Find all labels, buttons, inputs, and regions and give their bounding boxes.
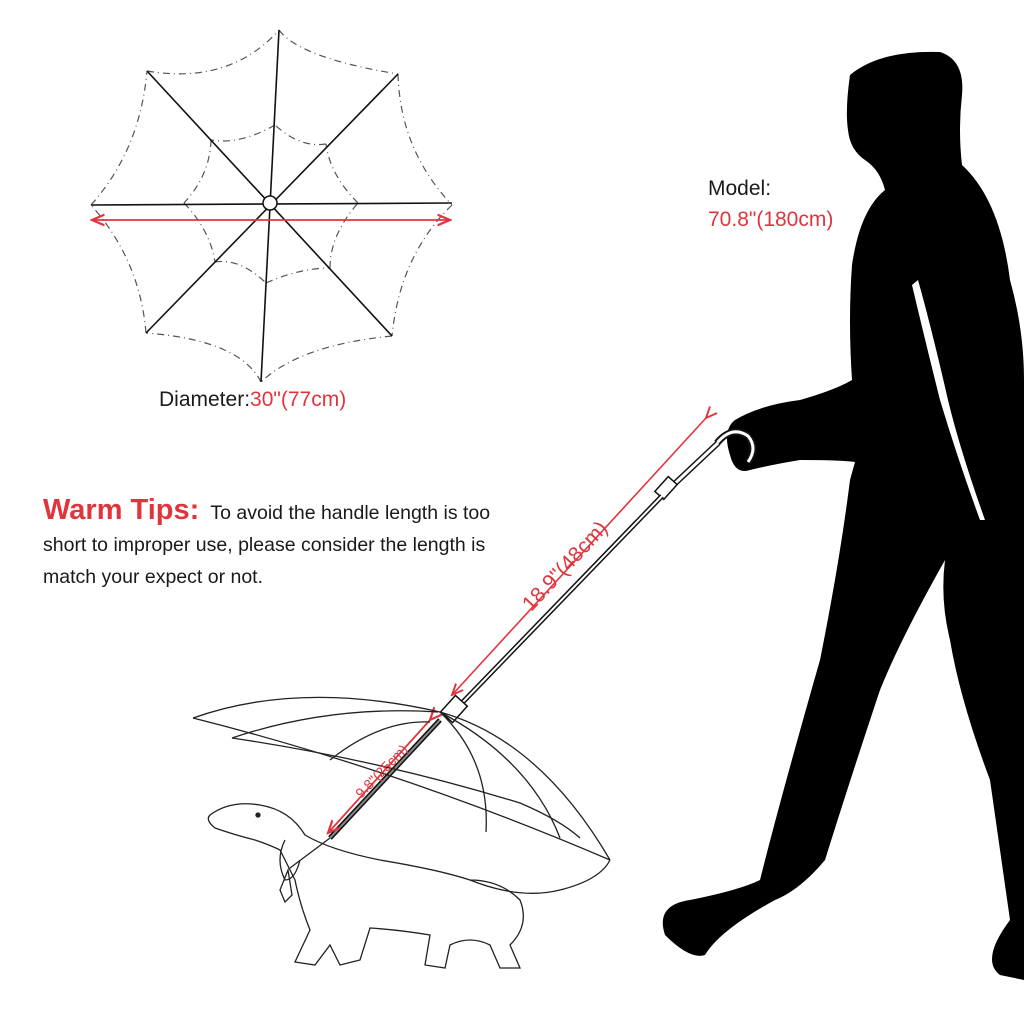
dachshund-with-umbrella-icon [192, 696, 611, 969]
diameter-label-text: Diameter: [159, 388, 251, 411]
handle-length-arrow [452, 418, 706, 695]
model-info: Model: 70.8"(180cm) [708, 173, 833, 235]
umbrella-top-view-icon [91, 29, 453, 383]
lower-length-arrow [328, 720, 430, 833]
model-height: 70.8"(180cm) [708, 208, 834, 231]
diameter-label: Diameter:30"(77cm) [159, 388, 346, 412]
model-label: Model: [708, 177, 772, 200]
diameter-value: 30"(77cm) [250, 388, 347, 411]
warm-tips-title: Warm Tips: [43, 494, 200, 526]
warm-tips: Warm Tips: To avoid the handle length is… [43, 494, 503, 593]
warm-tips-text: To avoid the handle length is too short … [43, 502, 491, 588]
person-silhouette-icon [662, 51, 1024, 980]
